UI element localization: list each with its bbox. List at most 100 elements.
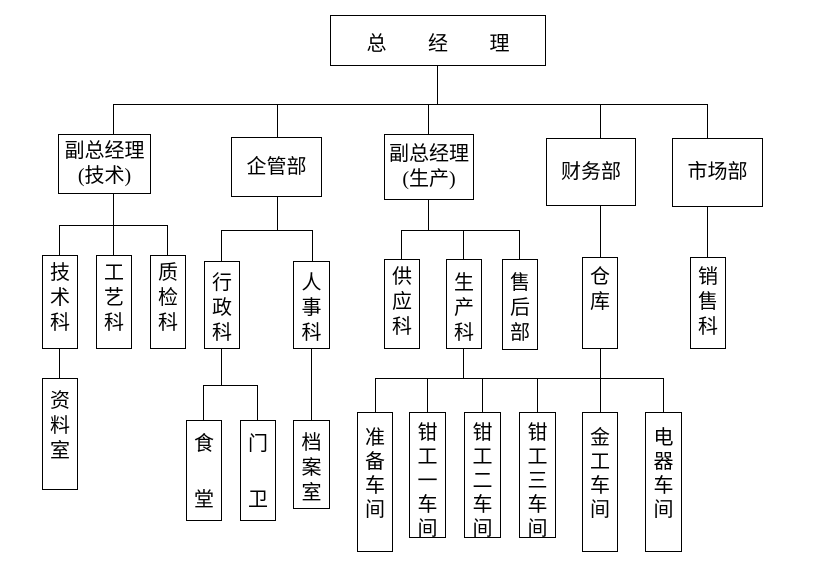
label-char: 室 bbox=[50, 440, 70, 462]
label-char: 科 bbox=[104, 312, 124, 334]
label-char: 技 bbox=[50, 262, 70, 284]
workshop-label: 钳工一车间 bbox=[410, 421, 445, 541]
label-char: 门 bbox=[248, 433, 268, 455]
supply-section-label: 供应科 bbox=[385, 265, 419, 340]
label-char bbox=[241, 458, 275, 486]
label-char: 人 bbox=[301, 272, 322, 294]
label-char: 食 bbox=[194, 433, 214, 455]
label-char: 间 bbox=[365, 499, 385, 521]
sales-section-label: 销售科 bbox=[691, 265, 725, 340]
production-vp-title: 副总经理 bbox=[389, 143, 469, 165]
workshop-box: 金工车间 bbox=[582, 412, 618, 552]
label-char: 工 bbox=[527, 446, 548, 468]
canteen-box: 食 堂 bbox=[186, 420, 222, 521]
hr-section-label: 人事科 bbox=[294, 271, 329, 346]
label-char: 工 bbox=[417, 446, 438, 468]
label-char: 档 bbox=[301, 432, 322, 454]
archive-room-label: 资料室 bbox=[43, 389, 77, 464]
label-char: 车 bbox=[527, 494, 548, 516]
label-char: 间 bbox=[653, 499, 674, 521]
label-char: 车 bbox=[417, 494, 438, 516]
label-char: 间 bbox=[417, 518, 438, 540]
workshop-label: 钳工二车间 bbox=[465, 421, 500, 541]
supply-section-box: 供应科 bbox=[384, 259, 420, 349]
label-char: 工 bbox=[472, 446, 493, 468]
label-char: 备 bbox=[365, 451, 385, 473]
label-char: 车 bbox=[590, 475, 610, 497]
production-section-label: 生产科 bbox=[447, 271, 481, 346]
production-vp-subtitle: (生产) bbox=[402, 168, 456, 190]
warehouse-label: 仓库 bbox=[583, 265, 617, 315]
hr-section-box: 人事科 bbox=[293, 261, 330, 349]
label-char: 总 bbox=[366, 33, 387, 55]
label-char: 仓 bbox=[590, 266, 610, 288]
records-room-box: 档案室 bbox=[293, 420, 330, 509]
label-char: 检 bbox=[158, 287, 178, 309]
tech-section-label: 技术科 bbox=[43, 261, 77, 336]
finance-dept-title: 财务部 bbox=[561, 160, 621, 183]
label-char: 车 bbox=[365, 475, 385, 497]
label-char: 工 bbox=[590, 451, 610, 473]
label-char: 应 bbox=[392, 291, 412, 313]
general-manager-label: 总 经 理 bbox=[367, 32, 510, 57]
label-char: 科 bbox=[698, 316, 718, 338]
label-char: 车 bbox=[653, 475, 674, 497]
label-char: 车 bbox=[472, 494, 493, 516]
label-char: 产 bbox=[454, 297, 474, 319]
label-char: 部 bbox=[510, 322, 530, 344]
label-char: 科 bbox=[301, 322, 322, 344]
quality-section-label: 质检科 bbox=[151, 261, 185, 336]
tech-vp-box: 副总经理 (技术) bbox=[58, 134, 151, 194]
workshop-label: 电器车间 bbox=[646, 426, 681, 522]
after-sales-label: 售后部 bbox=[503, 271, 537, 346]
workshop-box: 钳工一车间 bbox=[409, 412, 446, 541]
tech-vp-subtitle: (技术) bbox=[77, 165, 132, 187]
label-char: 售 bbox=[510, 272, 530, 294]
guard-label: 门 卫 bbox=[241, 430, 275, 514]
workshop-box: 准备车间 bbox=[357, 412, 393, 552]
label-char: 科 bbox=[454, 322, 474, 344]
after-sales-box: 售后部 bbox=[502, 259, 538, 350]
archive-room-box: 资料室 bbox=[42, 378, 78, 490]
label-char: 二 bbox=[472, 470, 493, 492]
label-char: 案 bbox=[301, 457, 322, 479]
label-char: 后 bbox=[510, 297, 530, 319]
label-char: 一 bbox=[417, 470, 438, 492]
process-section-label: 工艺科 bbox=[97, 261, 131, 336]
label-char: 科 bbox=[392, 316, 412, 338]
label-char: 料 bbox=[50, 415, 70, 437]
label-char: 政 bbox=[212, 297, 232, 319]
label-char: 科 bbox=[50, 312, 70, 334]
admin-section-box: 行政科 bbox=[204, 261, 240, 349]
label-char: 库 bbox=[590, 291, 610, 313]
label-char: 科 bbox=[158, 312, 178, 334]
label-char: 销 bbox=[698, 266, 718, 288]
production-vp-box: 副总经理 (生产) bbox=[384, 134, 474, 200]
records-room-label: 档案室 bbox=[294, 431, 329, 506]
label-char: 钳 bbox=[472, 422, 493, 444]
sales-section-box: 销售科 bbox=[690, 257, 726, 349]
workshop-box: 钳工三车间 bbox=[519, 412, 556, 540]
label-char: 售 bbox=[698, 291, 718, 313]
workshop-label: 准备车间 bbox=[358, 426, 392, 522]
process-section-box: 工艺科 bbox=[96, 255, 132, 349]
label-char: 钳 bbox=[417, 422, 438, 444]
label-char: 生 bbox=[454, 272, 474, 294]
label-char: 经 bbox=[428, 33, 448, 55]
marketing-dept-title: 市场部 bbox=[687, 161, 748, 183]
label-char: 科 bbox=[212, 322, 232, 344]
label-char: 术 bbox=[50, 287, 70, 309]
label-char: 三 bbox=[527, 470, 548, 492]
tech-section-box: 技术科 bbox=[42, 255, 78, 349]
label-char: 工 bbox=[104, 262, 124, 284]
label-char: 器 bbox=[653, 451, 674, 473]
admin-dept-box: 企管部 bbox=[231, 137, 322, 197]
label-char: 事 bbox=[301, 297, 322, 319]
label-char: 室 bbox=[301, 482, 322, 504]
label-char: 间 bbox=[590, 499, 610, 521]
label-char bbox=[187, 458, 221, 486]
workshop-label: 金工车间 bbox=[583, 426, 617, 522]
tech-vp-title: 副总经理 bbox=[64, 140, 145, 162]
